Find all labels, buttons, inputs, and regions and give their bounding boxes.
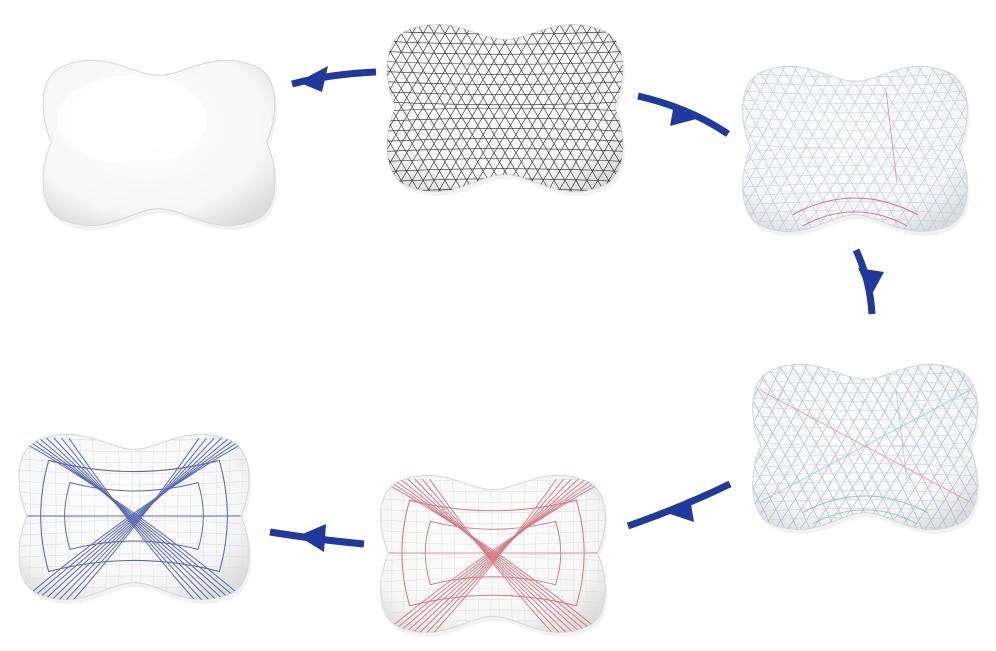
arrow-step2-to-step3 (638, 96, 728, 134)
arrow-head (298, 524, 326, 552)
arrow-step5-to-step6 (270, 524, 364, 552)
arrow-step4-to-step5 (628, 484, 730, 526)
arrow-head (664, 498, 694, 522)
arrow-step3-to-step4 (856, 250, 884, 314)
arrow-step2-to-step1 (292, 66, 376, 92)
arrow-head (858, 268, 884, 296)
